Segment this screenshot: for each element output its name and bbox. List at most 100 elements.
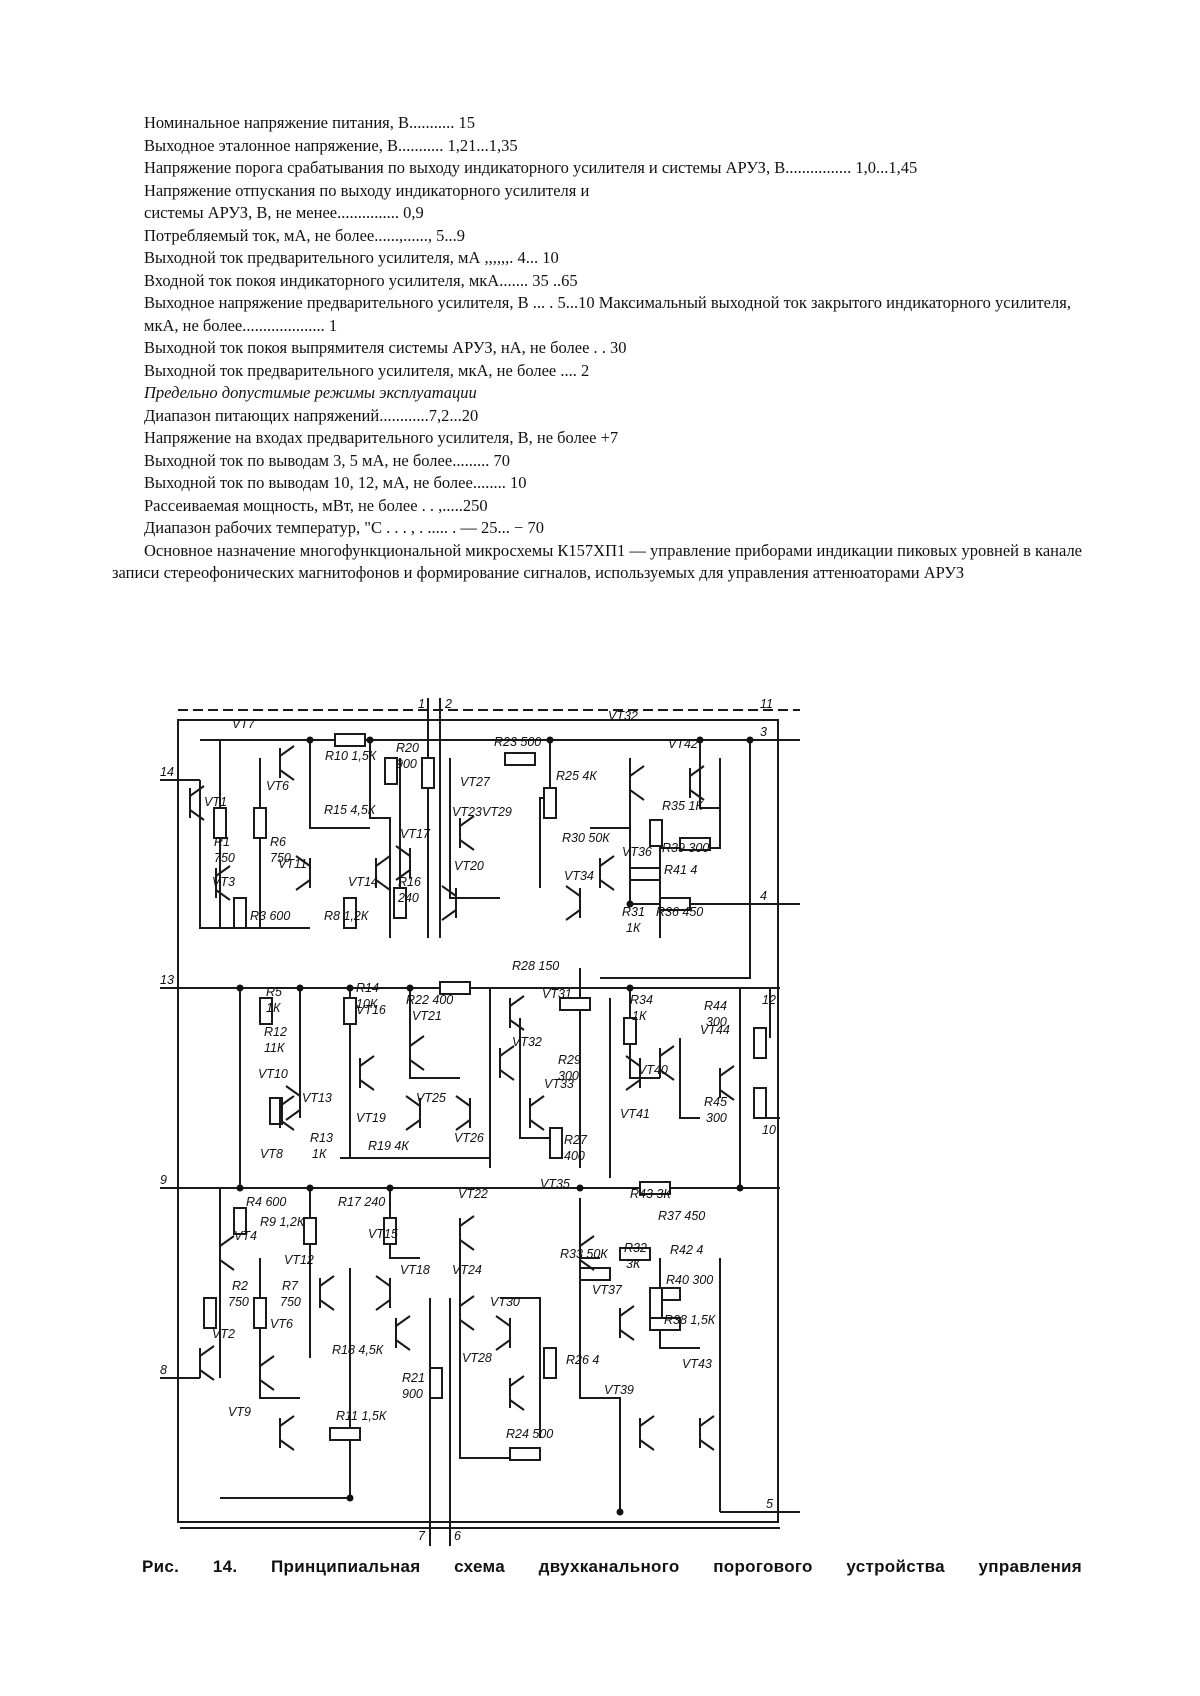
junction-dots	[236, 736, 754, 1516]
wire-low-7	[500, 1297, 541, 1438]
spec-line: Предельно допустимые режимы эксплуатации	[144, 383, 477, 402]
wire-mid-4	[409, 988, 460, 1079]
component-label: R44	[704, 999, 727, 1013]
schematic-svg: 1 2 11 3 14 4 13 12 10 9 8 5 7 6 VT7 VT1…	[160, 698, 800, 1546]
component-label: 300	[558, 1069, 579, 1083]
component-label: VT22	[458, 1187, 488, 1201]
figure-caption: Рис. 14. Принципиальная схема двухканаль…	[142, 1557, 1082, 1576]
component-label: VT12	[284, 1253, 314, 1267]
component-label: R18 4,5К	[332, 1343, 384, 1357]
component-label: R27	[564, 1133, 588, 1147]
component-label: VT16	[356, 1003, 386, 1017]
component-label: R19 4К	[368, 1139, 409, 1153]
pin-label: 9	[160, 1173, 167, 1187]
component-label: VT9	[228, 1405, 251, 1419]
component-label: VT27	[460, 775, 491, 789]
component-label: 750	[214, 851, 235, 865]
wire-mid-6	[519, 1018, 550, 1139]
component-label: R16	[398, 875, 421, 889]
wire-low-9	[579, 1278, 621, 1512]
spec-line: Напряжение на входах предварительного ус…	[144, 428, 619, 447]
component-label: R33 50К	[560, 1247, 608, 1261]
transistor-labels: VT7 VT1 VT6 VT3 VT11 VT14 VT17 VT27 VT23…	[204, 709, 730, 1419]
pin-labels: 1 2 11 3 14 4 13 12 10 9 8 5 7 6	[160, 698, 776, 1543]
component-label: VT31	[542, 987, 572, 1001]
spec-line: мкА, не более.................... 1	[144, 315, 338, 335]
component-label: VT35	[540, 1177, 570, 1191]
component-label: VT39	[604, 1383, 634, 1397]
component-label: 300	[706, 1111, 727, 1125]
spec-line: Выходной ток по выводам 3, 5 мА, не боле…	[144, 450, 510, 470]
spec-line: Диапазон питающих напряжений............…	[144, 405, 479, 425]
component-label: VT37	[592, 1283, 623, 1297]
wire-low-6	[459, 1218, 540, 1459]
component-label: 1К	[632, 1009, 647, 1023]
component-label: VT26	[454, 1131, 484, 1145]
component-label: 240	[397, 891, 419, 905]
spec-line: Выходной ток предварительного усилителя,…	[144, 248, 559, 267]
component-label: VT14	[348, 875, 378, 889]
component-label: 300	[706, 1015, 727, 1029]
component-label: R1	[214, 835, 230, 849]
component-label: VT4	[234, 1229, 257, 1243]
component-label: VT17	[400, 827, 431, 841]
component-label: 1К	[312, 1147, 327, 1161]
component-label: VT6	[270, 1317, 293, 1331]
component-label: R22 400	[406, 993, 453, 1007]
component-label: VT40	[638, 1063, 668, 1077]
spec-line: системы АРУЗ, В, не менее...............…	[144, 203, 424, 222]
pin-label: 14	[160, 765, 174, 779]
component-label: R21	[402, 1371, 425, 1385]
pin-label: 11	[760, 698, 773, 711]
component-label: VT15	[368, 1227, 398, 1241]
spec-line: Выходной ток по выводам 10, 12, мА, не б…	[144, 473, 527, 492]
component-label: R4 600	[246, 1195, 286, 1209]
component-label: 750	[270, 851, 291, 865]
component-label: R35 1К	[662, 799, 703, 813]
spec-line: Рассеиваемая мощность, мВт, не более . .…	[144, 495, 488, 515]
component-label: R42 4	[670, 1243, 703, 1257]
pin-label: 4	[760, 889, 767, 903]
component-label: R6	[270, 835, 286, 849]
component-label: VT30	[490, 1295, 520, 1309]
spec-line: Выходное напряжение предварительного уси…	[144, 293, 1071, 312]
component-label: VT3	[212, 875, 235, 889]
wire-ul-13	[600, 740, 751, 979]
resistor-labels: R10 1,5К R20 900 R15 4,5К R1 750 R6 750 …	[214, 735, 727, 1441]
component-label: R25 4К	[556, 769, 597, 783]
spec-line: Выходной ток покоя выпрямителя системы А…	[144, 338, 627, 357]
resistors	[203, 733, 767, 1461]
component-label: VT28	[462, 1351, 492, 1365]
component-label: R3 600	[250, 909, 290, 923]
spec-line: Выходное эталонное напряжение, В........…	[144, 135, 518, 155]
wire-mid-10	[679, 1038, 700, 1119]
component-label: R20	[396, 741, 419, 755]
component-label: R40 300	[666, 1273, 713, 1287]
pin-label: 8	[160, 1363, 167, 1377]
component-label: 1К	[626, 921, 641, 935]
wire-ul-4	[309, 740, 370, 829]
component-label: VT11	[278, 857, 307, 871]
component-label: R7	[282, 1279, 299, 1293]
wire-low-5	[389, 1188, 420, 1259]
component-label: VT23	[452, 805, 482, 819]
component-label: R41 4	[664, 863, 697, 877]
component-label: VT29	[482, 805, 512, 819]
component-label: R10 1,5К	[325, 749, 377, 763]
component-label: VT34	[564, 869, 594, 883]
component-label: VT2	[212, 1327, 235, 1341]
component-label: R13	[310, 1131, 333, 1145]
component-label: R31	[622, 905, 645, 919]
pin-label: 3	[760, 725, 767, 739]
component-label: R36 450	[656, 905, 703, 919]
component-label: 900	[402, 1387, 423, 1401]
spec-line: Потребляемый ток, мА, не более......,...…	[144, 225, 466, 245]
component-label: R17 240	[338, 1195, 385, 1209]
transistors	[189, 745, 735, 1451]
component-label: R43 3К	[630, 1187, 671, 1201]
component-label: VT10	[258, 1067, 288, 1081]
component-label: VT1	[204, 795, 227, 809]
component-label: R14	[356, 981, 379, 995]
component-label: 3К	[626, 1257, 641, 1271]
pin-label: 5	[766, 1497, 773, 1511]
